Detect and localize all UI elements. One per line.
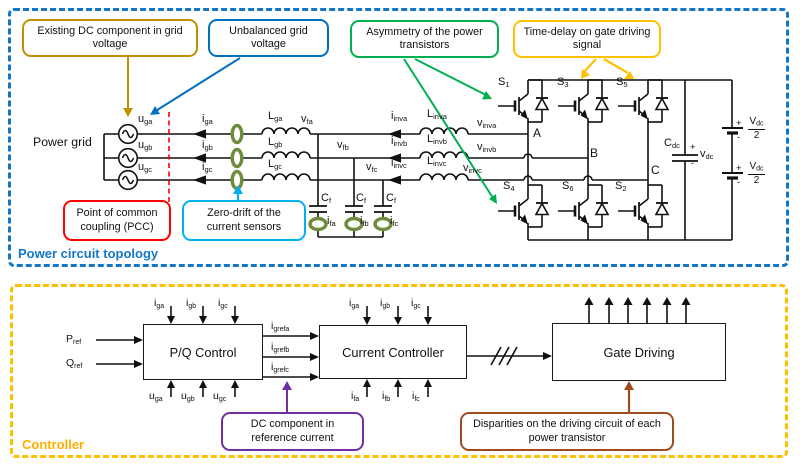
label-Cf-a: Cf — [321, 192, 332, 205]
cc-in-i-ga: iga — [349, 297, 360, 310]
label-i-grefa: igrefa — [271, 320, 290, 333]
controller-section-label: Controller — [22, 437, 85, 452]
pq-in-u-ga: uga — [149, 390, 163, 403]
callout-existing-dc: Existing DC component in grid voltage — [22, 19, 198, 57]
label-Q-ref: Qref — [66, 357, 83, 370]
callout-arrows — [123, 57, 634, 412]
label-i-fb: ifb — [360, 215, 369, 228]
label-S4: S4 — [503, 180, 515, 193]
pq-in-i-gc: igc — [218, 297, 228, 310]
label-i-ga: iga — [202, 113, 213, 126]
label-i-invc: iinvc — [391, 157, 407, 170]
label-phase-b: B — [590, 146, 599, 160]
label-phase-c: C — [651, 163, 660, 177]
callout-time-delay: Time-delay on gate driving signal — [513, 20, 661, 58]
controller-arrowheads — [134, 297, 691, 388]
label-S2: S2 — [615, 180, 627, 193]
callout-asymmetry: Asymmetry of the power transistors — [350, 20, 499, 58]
cc-in-i-gb: igb — [380, 297, 391, 310]
callout-dc-reference: DC component in reference current — [221, 412, 364, 451]
label-i-gb: igb — [202, 139, 213, 152]
cc-in-i-fa: ifa — [351, 390, 360, 403]
label-L-invb: Linvb — [427, 133, 447, 146]
cc-in-i-fc: ifc — [412, 390, 420, 403]
filter-capacitor-branches — [309, 134, 392, 238]
label-i-inva: iinva — [391, 110, 408, 123]
cc-in-i-gc: igc — [411, 297, 421, 310]
label-S3: S3 — [557, 76, 569, 89]
gate-driving-block: Gate Driving — [552, 323, 726, 381]
grid-voltage-sources — [117, 123, 139, 191]
label-S5: S5 — [616, 76, 628, 89]
label-vdc-half-2: Vdc 2 — [748, 161, 765, 186]
label-v-invb: vinvb — [477, 141, 497, 154]
label-Cf-c: Cf — [386, 192, 397, 205]
label-P-ref: Pref — [66, 333, 82, 346]
label-i-grefc: igrefc — [271, 361, 289, 374]
grid-current-arrows — [193, 129, 401, 185]
label-L-inva: Linva — [427, 108, 447, 121]
label-i-gc: igc — [202, 161, 213, 174]
label-v-fc: vfc — [366, 161, 378, 174]
label-u-ga: uga — [138, 113, 153, 126]
label-v-fa: vfa — [301, 113, 313, 126]
pq-control-block: P/Q Control — [143, 324, 263, 380]
callout-zero-drift: Zero-drift of the current sensors — [182, 200, 306, 241]
label-L-ga: Lga — [268, 110, 283, 123]
label-vdc-half-1: Vdc 2 — [748, 116, 765, 141]
label-cdc-minus: - — [691, 158, 695, 169]
callout-pcc: Point of common coupling (PCC) — [63, 200, 171, 241]
current-sensor-rings — [230, 123, 393, 232]
callout-unbalanced-grid: Unbalanced grid voltage — [208, 19, 329, 57]
label-i-fa: ifa — [327, 215, 336, 228]
label-u-gb: ugb — [138, 139, 153, 152]
label-bat1-minus: - — [737, 132, 741, 143]
label-phase-a: A — [533, 126, 542, 140]
label-bat2-minus: - — [737, 177, 741, 188]
callout-disparities: Disparities on the driving circuit of ea… — [460, 412, 674, 451]
power-circuit-topology-frame — [8, 8, 789, 267]
label-L-invc: Linvc — [427, 155, 447, 168]
current-controller-block: Current Controller — [319, 325, 467, 379]
label-Cf-b: Cf — [356, 192, 367, 205]
pq-in-u-gb: ugb — [181, 390, 195, 403]
pq-in-u-gc: ugc — [213, 390, 227, 403]
power-grid-label: Power grid — [33, 135, 92, 149]
label-bat1-plus: + — [736, 118, 742, 129]
label-cdc-plus: + — [690, 142, 696, 153]
label-L-gb: Lgb — [268, 136, 283, 149]
label-L-gc: Lgc — [268, 158, 283, 171]
label-C-dc: Cdc — [664, 137, 680, 150]
label-v-fb: vfb — [337, 139, 349, 152]
power-section-label: Power circuit topology — [18, 246, 159, 261]
dc-link — [672, 80, 743, 240]
label-bat2-plus: + — [736, 163, 742, 174]
label-v-inva: vinva — [477, 117, 497, 130]
label-v-invc: vinvc — [463, 162, 482, 175]
controller-frame — [10, 284, 788, 458]
label-S1: S1 — [498, 76, 510, 89]
label-v-dc: vdc — [700, 148, 714, 161]
cc-in-i-fb: ifb — [382, 390, 391, 403]
igbt-switches — [496, 78, 670, 229]
pq-in-i-gb: igb — [186, 297, 197, 310]
label-i-grefb: igrefb — [271, 341, 290, 354]
label-u-gc: ugc — [138, 161, 153, 174]
label-i-invb: iinvb — [391, 135, 408, 148]
label-S6: S6 — [562, 180, 574, 193]
label-i-fc: ifc — [390, 215, 399, 228]
pq-in-i-ga: iga — [154, 297, 165, 310]
